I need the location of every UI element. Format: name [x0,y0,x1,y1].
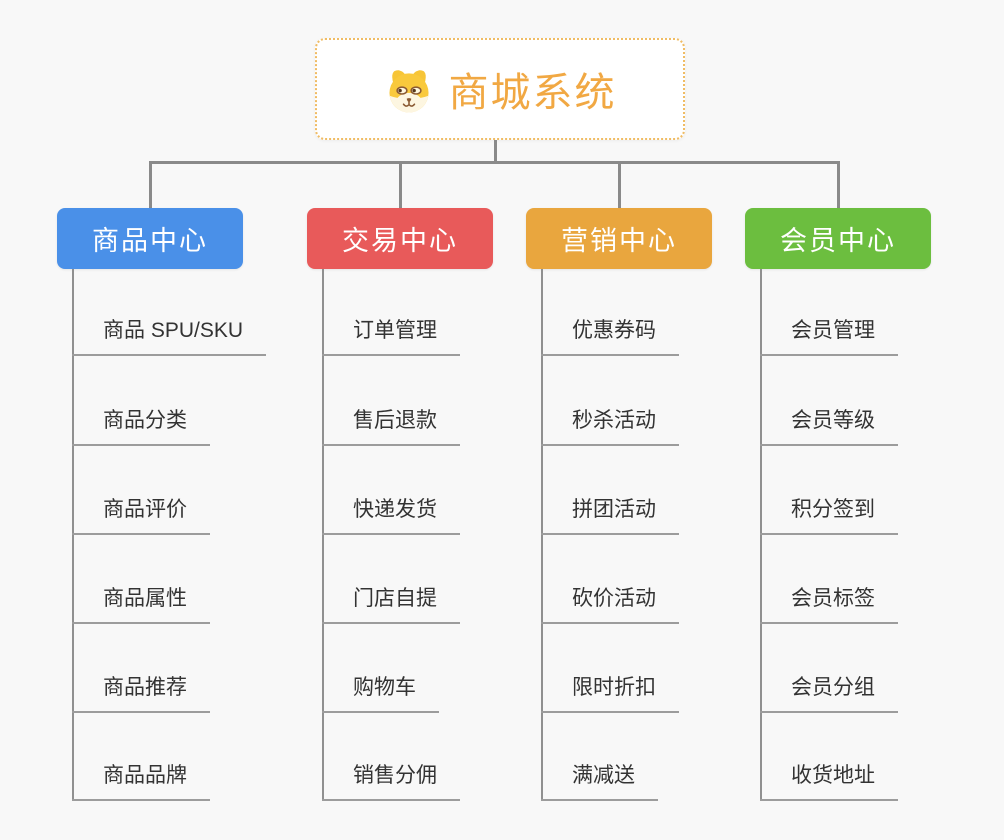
branch-trunk-line [541,269,543,801]
leaf-node[interactable]: 售后退款 [322,406,460,446]
leaf-node[interactable]: 会员等级 [760,406,898,446]
branch-drop-line [149,161,152,208]
branch-trunk-line [72,269,74,801]
leaf-node[interactable]: 会员分组 [760,673,898,713]
leaf-node[interactable]: 拼团活动 [541,495,679,535]
branch-drop-line [618,161,621,208]
bus-connector-line [149,161,840,164]
branch-drop-line [399,161,402,208]
leaf-node[interactable]: 商品 SPU/SKU [72,316,267,356]
leaf-node[interactable]: 秒杀活动 [541,406,679,446]
branch-trunk-line [322,269,324,801]
leaf-node[interactable]: 优惠券码 [541,316,679,356]
leaf-node[interactable]: 商品推荐 [72,673,210,713]
leaf-node[interactable]: 商品分类 [72,406,210,446]
leaf-node[interactable]: 限时折扣 [541,673,679,713]
leaf-node[interactable]: 会员管理 [760,316,898,356]
leaf-node[interactable]: 商品评价 [72,495,210,535]
branch-title: 商品中心 [92,226,208,256]
leaf-node[interactable]: 商品品牌 [72,761,210,801]
branch-title: 会员中心 [780,226,896,256]
root-connector-line [494,140,497,164]
branch-node-member-center[interactable]: 会员中心 [745,208,931,269]
leaf-node[interactable]: 快递发货 [322,495,460,535]
leaf-node[interactable]: 商品属性 [72,584,210,624]
leaf-node[interactable]: 订单管理 [322,316,460,356]
dog-face-icon [384,64,434,114]
root-title: 商城系统 [448,71,617,115]
root-node[interactable]: 商城系统 [315,38,685,140]
leaf-node[interactable]: 会员标签 [760,584,898,624]
branch-title: 交易中心 [342,226,458,256]
leaf-node[interactable]: 门店自提 [322,584,460,624]
branch-node-product-center[interactable]: 商品中心 [57,208,243,269]
branch-node-marketing-center[interactable]: 营销中心 [526,208,712,269]
branch-title: 营销中心 [561,226,677,256]
branch-node-trade-center[interactable]: 交易中心 [307,208,493,269]
leaf-node[interactable]: 购物车 [322,673,439,713]
leaf-node[interactable]: 收货地址 [760,761,898,801]
leaf-node[interactable]: 满减送 [541,761,658,801]
leaf-node[interactable]: 积分签到 [760,495,898,535]
branch-drop-line [837,161,840,208]
leaf-node[interactable]: 销售分佣 [322,761,460,801]
branch-trunk-line [760,269,762,801]
leaf-node[interactable]: 砍价活动 [541,584,679,624]
